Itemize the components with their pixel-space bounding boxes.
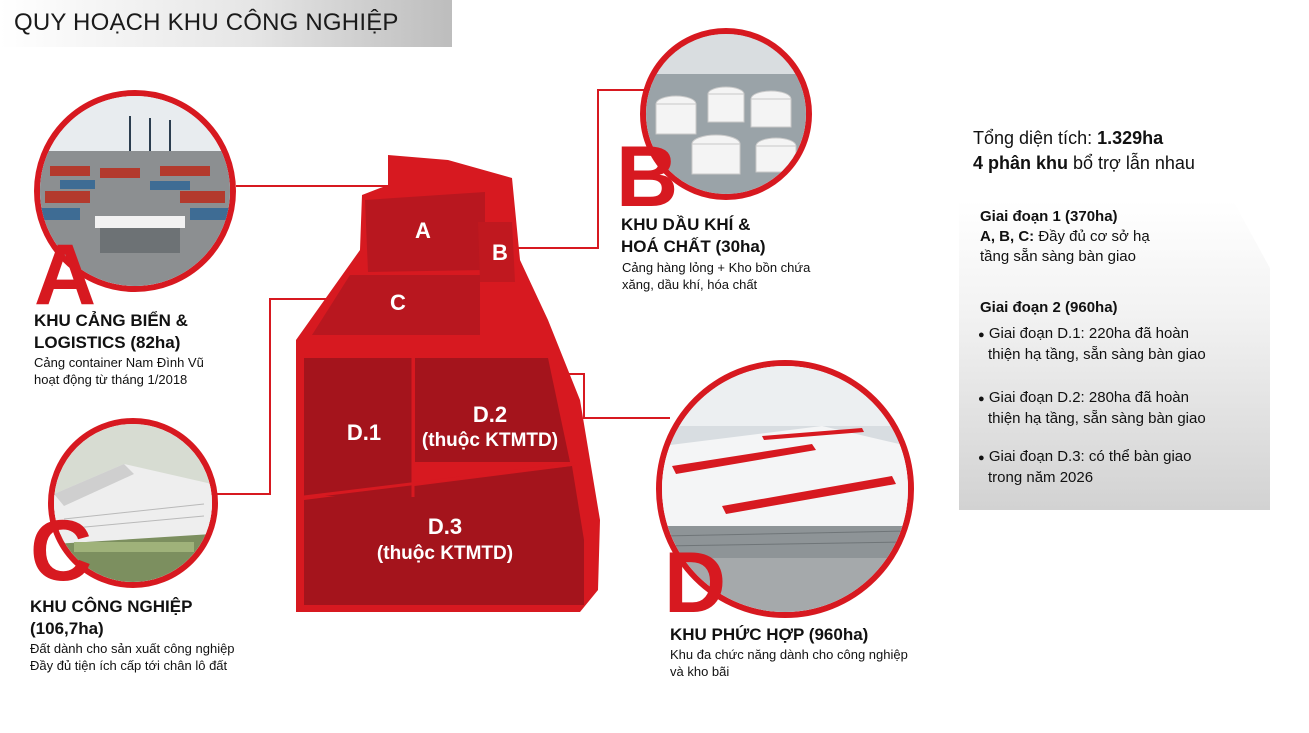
zone-d-desc-line2: và kho bãi — [670, 664, 730, 679]
zone-a-title-line1: KHU CẢNG BIỂN & — [34, 311, 188, 330]
zone-c-title: KHU CÔNG NGHIỆP (106,7ha) — [30, 596, 192, 640]
zone-c-desc-line2: Đầy đủ tiện ích cấp tới chân lô đất — [30, 658, 228, 673]
map-zone-d2 — [415, 358, 570, 462]
zone-a-area: (82ha) — [130, 333, 181, 352]
zone-d-title-line1: KHU PHỨC HỢP (960ha) — [670, 625, 869, 644]
port-container-photo-icon — [40, 96, 230, 286]
zone-c-desc-line1: Đất dành cho sản xuất công nghiệp — [30, 641, 235, 656]
phase-d3-line2: trong năm 2026 — [988, 469, 1094, 486]
zone-c-letter: C — [30, 503, 93, 599]
phase-d1-line2: thiện hạ tầng, sẵn sàng bàn giao — [988, 346, 1206, 363]
zone-b-desc-line1: Cảng hàng lỏng + Kho bồn chứa — [622, 260, 811, 275]
oil-tank-photo-icon — [640, 28, 812, 200]
map-zone-b — [478, 222, 515, 282]
zone-a-letter: A — [34, 227, 97, 323]
zone-d-letter: D — [664, 535, 727, 631]
zone-a-desc: Cảng container Nam Đình Vũ hoạt động từ … — [34, 354, 204, 388]
zone-c-area: (106,7ha) — [30, 619, 104, 638]
phase-d2-line2: thiện hạ tầng, sẵn sàng bàn giao — [988, 410, 1206, 427]
bullet-icon: ● — [978, 329, 985, 341]
phase-d1-block: ● Giai đoạn D.1: 220ha đã hoàn thiện hạ … — [978, 324, 1206, 365]
zone-b-title-line2: HOÁ CHẤT — [621, 237, 716, 256]
phase-d2-line1: Giai đoạn D.2: 280ha đã hoàn — [984, 389, 1189, 406]
map-label-d3-sub: (thuộc KTMTD) — [376, 543, 514, 564]
map-zone-c — [312, 275, 480, 335]
summary-total-value: 1.329ha — [1097, 128, 1164, 148]
zone-b-title-line1: KHU DẦU KHÍ & — [621, 215, 751, 234]
zone-b-desc: Cảng hàng lỏng + Kho bồn chứa xăng, dầu … — [622, 259, 810, 293]
summary-zone-count: 4 phân khu — [973, 153, 1069, 173]
zone-a-title: KHU CẢNG BIỂN & LOGISTICS (82ha) — [34, 310, 188, 354]
zone-b-title: KHU DẦU KHÍ & HOÁ CHẤT (30ha) — [621, 214, 766, 258]
bullet-icon: ● — [978, 452, 985, 464]
summary-total-label: Tổng diện tích: — [973, 128, 1098, 148]
warehouse-photo-icon — [662, 366, 908, 612]
zone-divider — [303, 462, 576, 499]
map-label-c: C — [390, 290, 406, 315]
phase-d2-block: ● Giai đoạn D.2: 280ha đã hoàn thiện hạ … — [978, 388, 1206, 429]
page-title: QUY HOẠCH KHU CÔNG NGHIỆP — [14, 9, 399, 36]
phase2-title-block: Giai đoạn 2 (960ha) — [980, 298, 1118, 318]
warehouse-photo-icon — [656, 360, 914, 618]
map-zone-d1 — [304, 358, 412, 496]
phase-d3-block: ● Giai đoạn D.3: có thể bàn giao trong n… — [978, 447, 1191, 488]
zone-a-title-line2: LOGISTICS — [34, 333, 131, 352]
phase1-zones: A, B, C: — [980, 228, 1035, 245]
zone-d-desc: Khu đa chức năng dành cho công nghiệp và… — [670, 646, 908, 680]
bullet-icon: ● — [978, 393, 985, 405]
map-label-a: A — [415, 218, 431, 243]
phase1-text-a: Đầy đủ cơ sở hạ — [1034, 228, 1150, 245]
port-container-photo-icon — [34, 90, 236, 292]
phase1-block: Giai đoạn 1 (370ha) A, B, C: Đầy đủ cơ s… — [980, 207, 1150, 267]
map-label-d2-sub: (thuộc KTMTD) — [421, 430, 559, 451]
map-label-b: B — [492, 240, 508, 265]
phase-panel — [959, 200, 1270, 510]
zone-a-desc-line2: hoạt động từ tháng 1/2018 — [34, 372, 188, 387]
map-zone-d3 — [304, 466, 584, 605]
zone-b-desc-line2: xăng, dầu khí, hóa chất — [622, 277, 758, 292]
summary-zone-text: bổ trợ lẫn nhau — [1068, 153, 1195, 173]
zone-b-letter: B — [616, 129, 679, 225]
phase1-text-b: tầng sẵn sàng bàn giao — [980, 248, 1136, 265]
summary: Tổng diện tích: 1.329ha 4 phân khu bổ tr… — [973, 126, 1195, 176]
header-banner — [0, 0, 452, 47]
connector-line-c — [210, 298, 376, 495]
zone-a-desc-line1: Cảng container Nam Đình Vũ — [34, 355, 204, 370]
zone-d-desc-line1: Khu đa chức năng dành cho công nghiệp — [670, 647, 908, 662]
zone-c-title-line1: KHU CÔNG NGHIỆP — [30, 597, 193, 616]
map-label-d2: D.2 — [472, 402, 508, 427]
map-label-d3: D.3 — [427, 514, 463, 539]
map-zone-a — [365, 192, 485, 272]
phase1-title: Giai đoạn 1 (370ha) — [980, 208, 1118, 225]
phase-d1-line1: Giai đoạn D.1: 220ha đã hoàn — [984, 325, 1189, 342]
connector-line-b — [512, 89, 652, 249]
zone-d-title: KHU PHỨC HỢP (960ha) — [670, 624, 868, 646]
zone-b-area: (30ha) — [715, 237, 766, 256]
map-label-d1: D.1 — [346, 420, 382, 445]
zone-c-desc: Đất dành cho sản xuất công nghiệp Đầy đủ… — [30, 640, 235, 674]
phase2-title: Giai đoạn 2 (960ha) — [980, 299, 1118, 316]
oil-tank-photo-icon — [646, 34, 806, 194]
phase-d3-line1: Giai đoạn D.3: có thể bàn giao — [984, 448, 1192, 465]
